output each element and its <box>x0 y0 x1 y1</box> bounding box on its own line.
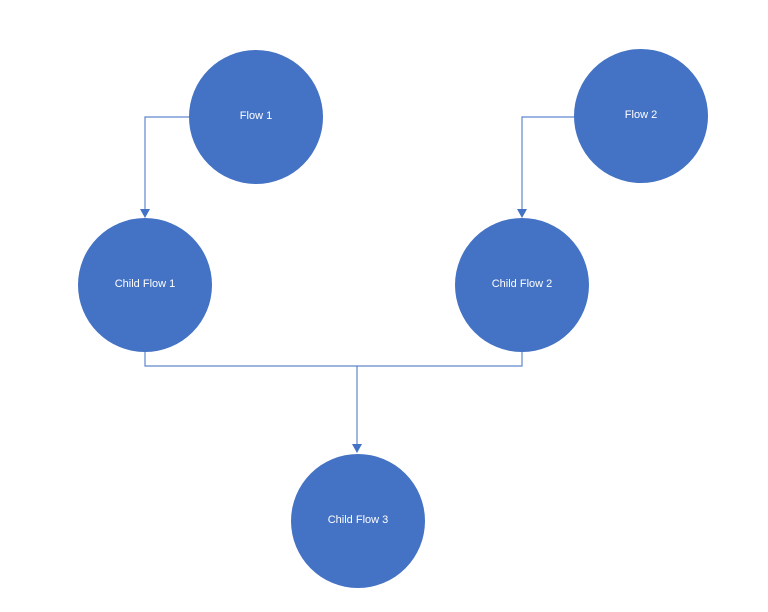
node-flow-1-label: Flow 1 <box>239 110 273 123</box>
edge-flow2-to-childflow2 <box>517 116 576 218</box>
node-flow-2-label: Flow 2 <box>624 109 658 122</box>
node-flow-2[interactable]: Flow 2 <box>574 49 708 183</box>
node-child-flow-3-label: Child Flow 3 <box>327 514 389 527</box>
node-flow-1[interactable]: Flow 1 <box>189 50 323 184</box>
node-child-flow-3[interactable]: Child Flow 3 <box>291 454 425 588</box>
node-child-flow-2[interactable]: Child Flow 2 <box>455 218 589 352</box>
node-child-flow-1[interactable]: Child Flow 1 <box>78 218 212 352</box>
edge-flow1-to-childflow1 <box>140 116 190 218</box>
node-child-flow-1-label: Child Flow 1 <box>114 278 176 291</box>
node-child-flow-2-label: Child Flow 2 <box>491 278 553 291</box>
edge-childflows-to-childflow3 <box>144 352 523 453</box>
